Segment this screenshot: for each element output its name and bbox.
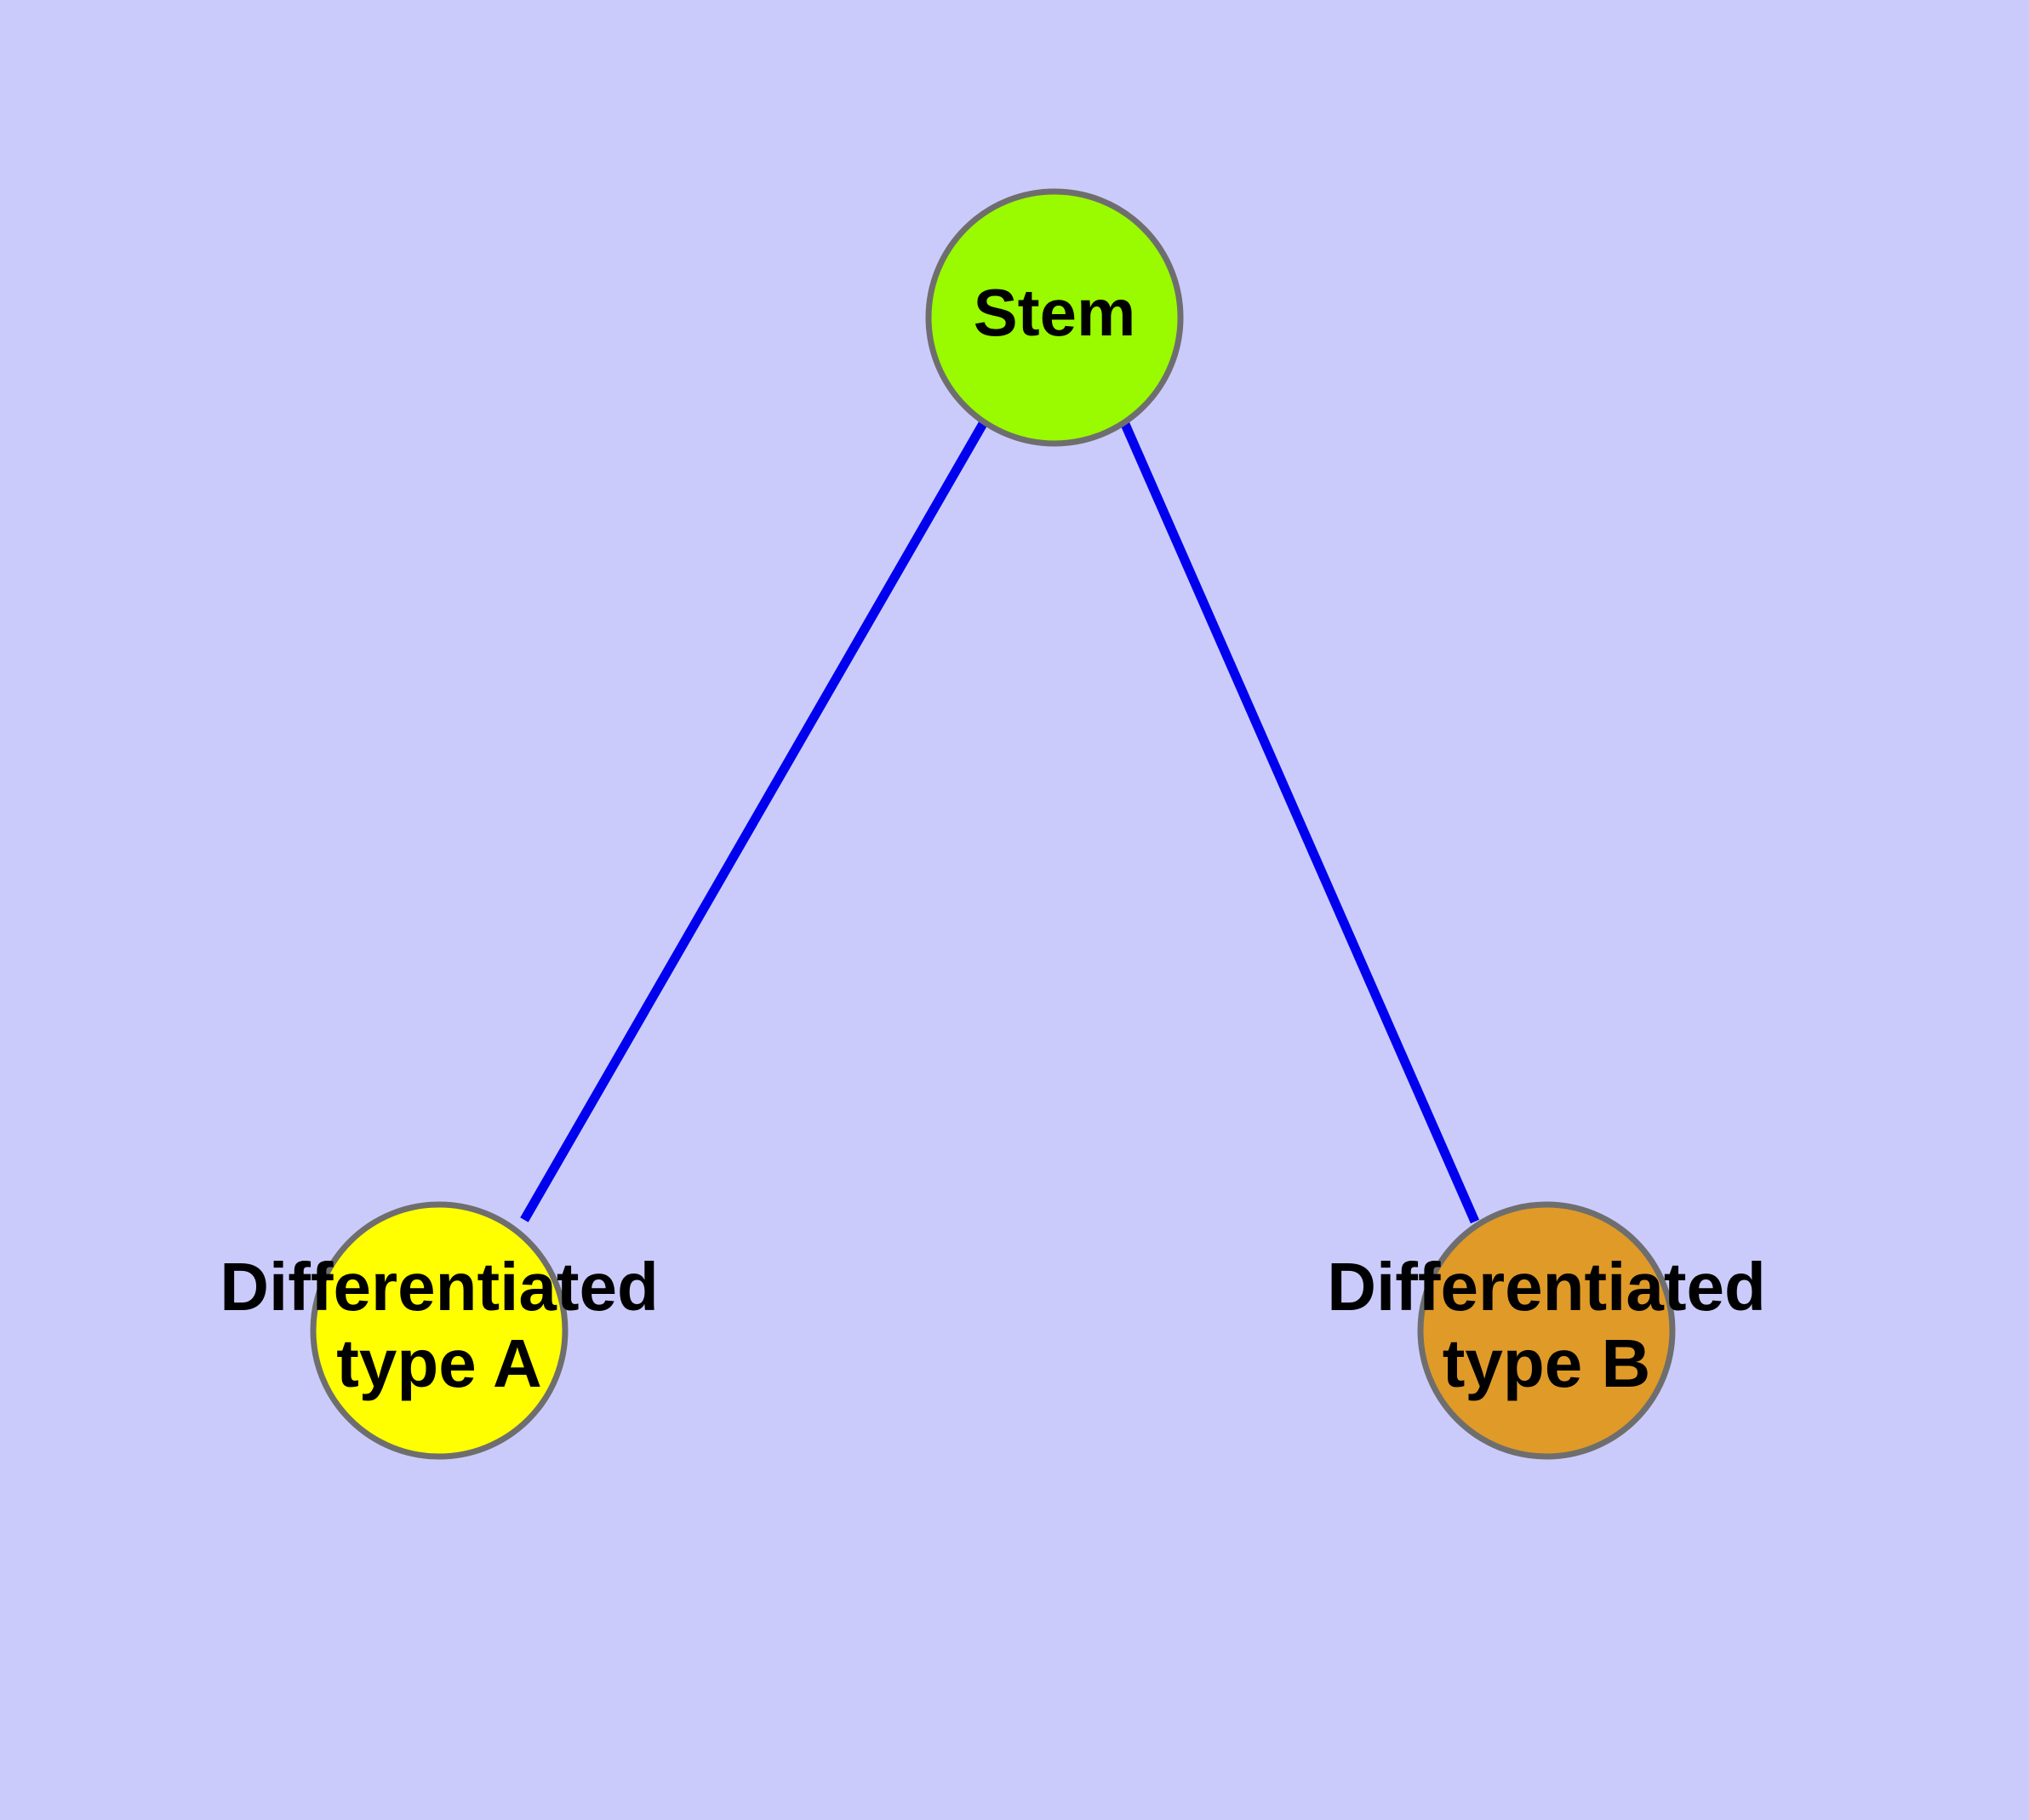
node-circle-diff-a[interactable] (310, 1201, 569, 1460)
node-label-line: Differentiated (1327, 1249, 1766, 1325)
edge-stem-to-diff-a (520, 420, 988, 1222)
edge-stem-to-diff-b (1119, 420, 1480, 1224)
node-diff-b[interactable] (1417, 1201, 1676, 1460)
edges-layer (520, 420, 1480, 1224)
node-label-line: type B (1443, 1325, 1651, 1401)
node-circle-stem[interactable] (925, 188, 1184, 447)
node-circle-diff-b[interactable] (1417, 1201, 1676, 1460)
node-label-stem: Stem (974, 275, 1136, 350)
node-label-line: type A (336, 1325, 542, 1401)
node-diff-a[interactable] (310, 1201, 569, 1460)
node-label-line: Stem (974, 275, 1136, 350)
node-stem[interactable] (925, 188, 1184, 447)
node-label-line: Differentiated (220, 1249, 659, 1325)
